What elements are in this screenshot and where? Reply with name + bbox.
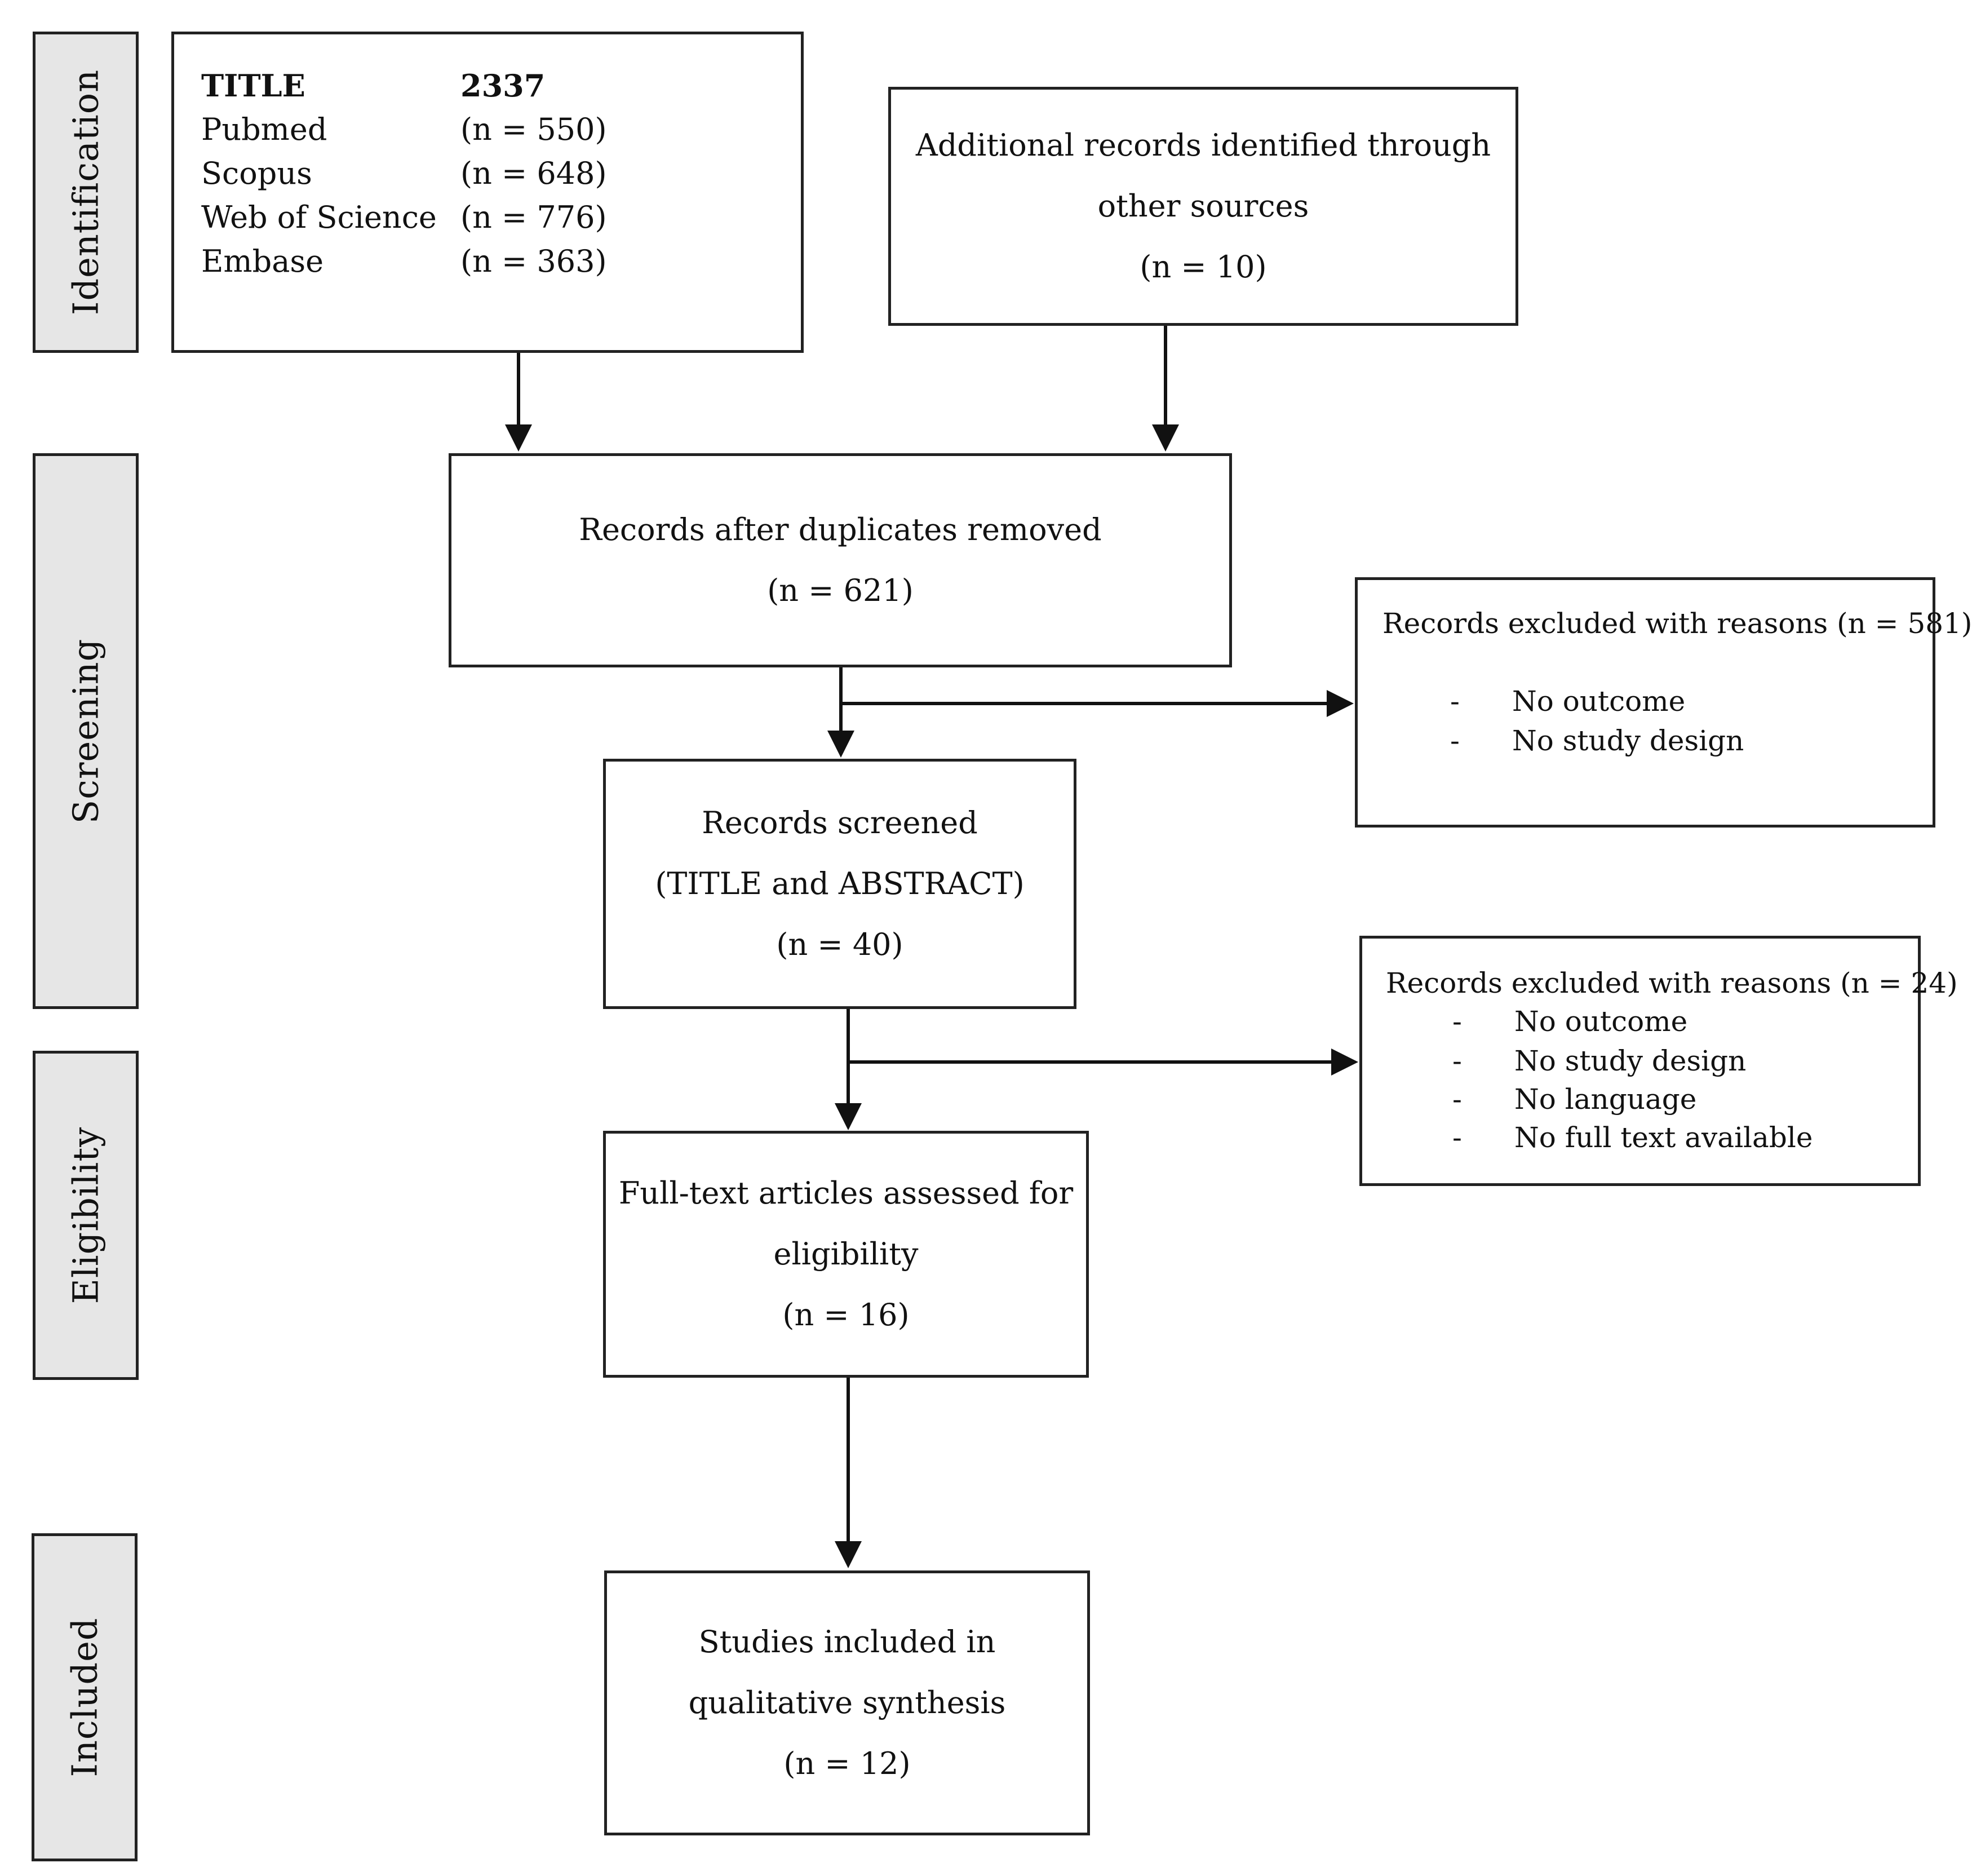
source-name: Web of Science <box>201 200 437 235</box>
reason-text: No outcome <box>1514 1005 1688 1038</box>
bullet-dash: - <box>1452 1005 1462 1038</box>
source-count: (n = 776) <box>460 200 607 235</box>
bullet-dash: - <box>1452 1083 1462 1116</box>
source-name: Pubmed <box>201 112 327 147</box>
stage-screening: Screening <box>33 453 139 1009</box>
studies-included-box: Studies included in qualitative synthesi… <box>604 1570 1090 1835</box>
stage-included-label: Included <box>64 1617 105 1777</box>
sources-header-label: TITLE <box>201 68 305 104</box>
additional-records-line1: Additional records identified through <box>915 127 1491 163</box>
sources-header-total: 2337 <box>460 68 546 104</box>
identification-sources-box: TITLE 2337 Pubmed (n = 550) Scopus (n = … <box>171 32 804 353</box>
fulltext-assessed-line1: Full-text articles assessed for <box>618 1175 1074 1211</box>
reason-text: No study design <box>1512 724 1744 757</box>
stage-screening-label: Screening <box>65 638 107 824</box>
excluded-eligibility-title: Records excluded with reasons (n = 24) <box>1386 967 1958 999</box>
source-count: (n = 363) <box>460 244 607 279</box>
reason-text: No outcome <box>1512 685 1686 718</box>
stage-included: Included <box>32 1533 138 1861</box>
reason-text: No study design <box>1514 1045 1747 1077</box>
duplicates-removed-box: Records after duplicates removed (n = 62… <box>449 453 1232 667</box>
additional-records-count: (n = 10) <box>1140 249 1267 285</box>
studies-included-line2: qualitative synthesis <box>688 1685 1006 1720</box>
fulltext-assessed-count: (n = 16) <box>782 1297 910 1333</box>
source-name: Scopus <box>201 156 312 191</box>
sources-table: TITLE 2337 Pubmed (n = 550) Scopus (n = … <box>201 64 765 300</box>
fulltext-assessed-line2: eligibility <box>773 1236 919 1272</box>
duplicates-removed-count: (n = 621) <box>767 573 914 608</box>
reason-text: No language <box>1514 1083 1697 1116</box>
studies-included-line1: Studies included in <box>698 1624 996 1660</box>
bullet-dash: - <box>1450 685 1460 718</box>
additional-records-box: Additional records identified through ot… <box>888 87 1518 326</box>
stage-eligibility: Eligibility <box>33 1051 139 1380</box>
records-screened-count: (n = 40) <box>776 927 903 962</box>
excluded-eligibility-box: Records excluded with reasons (n = 24) -… <box>1359 936 1958 1186</box>
fulltext-assessed-box: Full-text articles assessed for eligibil… <box>603 1131 1089 1378</box>
studies-included-count: (n = 12) <box>783 1746 911 1781</box>
bullet-dash: - <box>1452 1045 1462 1077</box>
records-screened-detail: (TITLE and ABSTRACT) <box>655 866 1025 901</box>
excluded-screening-box: Records excluded with reasons (n = 581) … <box>1355 577 1972 828</box>
additional-records-line2: other sources <box>1097 188 1309 224</box>
source-count: (n = 550) <box>460 112 607 147</box>
stage-eligibility-label: Eligibility <box>65 1126 107 1304</box>
excluded-screening-title: Records excluded with reasons (n = 581) <box>1382 607 1972 640</box>
source-count: (n = 648) <box>460 156 607 191</box>
duplicates-removed-label: Records after duplicates removed <box>579 512 1102 547</box>
source-name: Embase <box>201 244 324 279</box>
reason-text: No full text available <box>1514 1121 1813 1154</box>
bullet-dash: - <box>1452 1121 1462 1154</box>
bullet-dash: - <box>1450 724 1460 757</box>
records-screened-label: Records screened <box>702 805 978 840</box>
stage-identification-label: Identification <box>65 69 107 316</box>
stage-identification: Identification <box>33 32 139 353</box>
records-screened-box: Records screened (TITLE and ABSTRACT) (n… <box>603 759 1076 1009</box>
